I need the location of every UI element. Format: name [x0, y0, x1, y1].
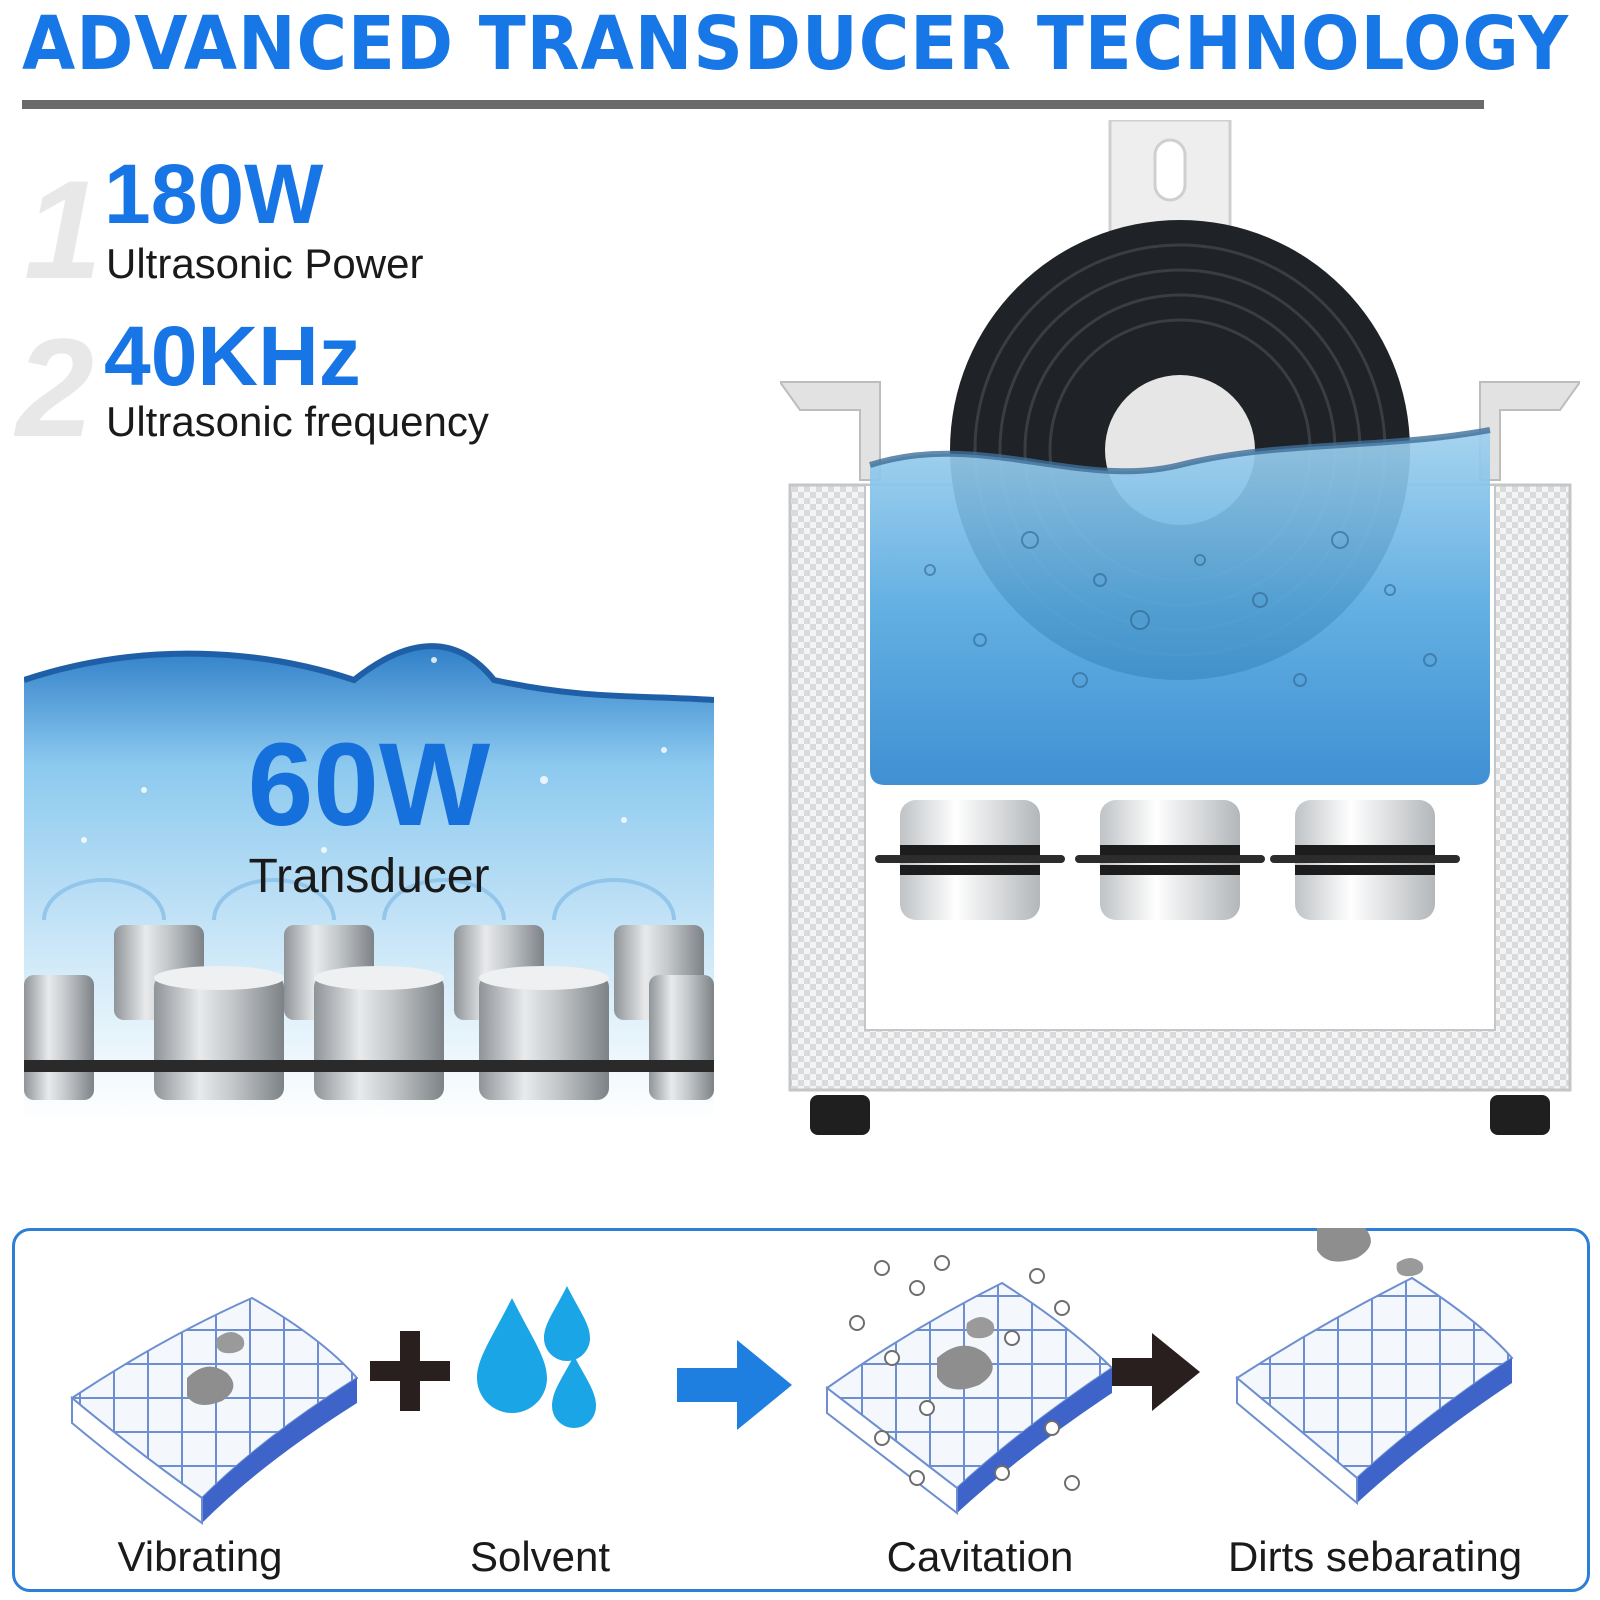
water-drops-icon: [477, 1286, 596, 1428]
transducer-cylinder-icons: [24, 925, 714, 1100]
ultrasonic-cleaner-illustration: [780, 120, 1580, 1135]
spec-value-power: 180W: [104, 147, 324, 241]
transducer-power-value: 60W: [247, 719, 491, 851]
arrow-right-icon: [677, 1340, 792, 1430]
tank-transducer-icons: [875, 800, 1460, 920]
cavitation-surface-icon: [825, 1255, 1114, 1516]
step-label-cavitation: Cavitation: [886, 1533, 1074, 1580]
step-label-dirt-separating: Dirts sebarating: [1227, 1533, 1523, 1580]
spec-index-1: 1: [24, 151, 102, 308]
spec-index-2: 2: [16, 309, 94, 466]
header-divider: [22, 100, 1484, 109]
spec-value-frequency: 40KHz: [104, 309, 361, 403]
process-diagram: [70, 1228, 1514, 1525]
clean-surface-icon: [1235, 1228, 1514, 1506]
arrow-right-icon: [1112, 1333, 1200, 1411]
spec-label-frequency: Ultrasonic frequency: [106, 398, 489, 445]
spec-label-power: Ultrasonic Power: [106, 240, 424, 287]
plus-icon: [370, 1331, 450, 1411]
transducer-panel-illustration: [24, 635, 714, 1120]
transducer-label: Transducer: [248, 850, 490, 903]
page-title: ADVANCED TRANSDUCER TECHNOLOGY: [22, 1, 1570, 87]
process-panel: [12, 1228, 1590, 1592]
step-label-solvent: Solvent: [469, 1533, 611, 1580]
step-label-vibrating: Vibrating: [117, 1533, 283, 1580]
vibrating-surface-icon: [70, 1296, 359, 1525]
